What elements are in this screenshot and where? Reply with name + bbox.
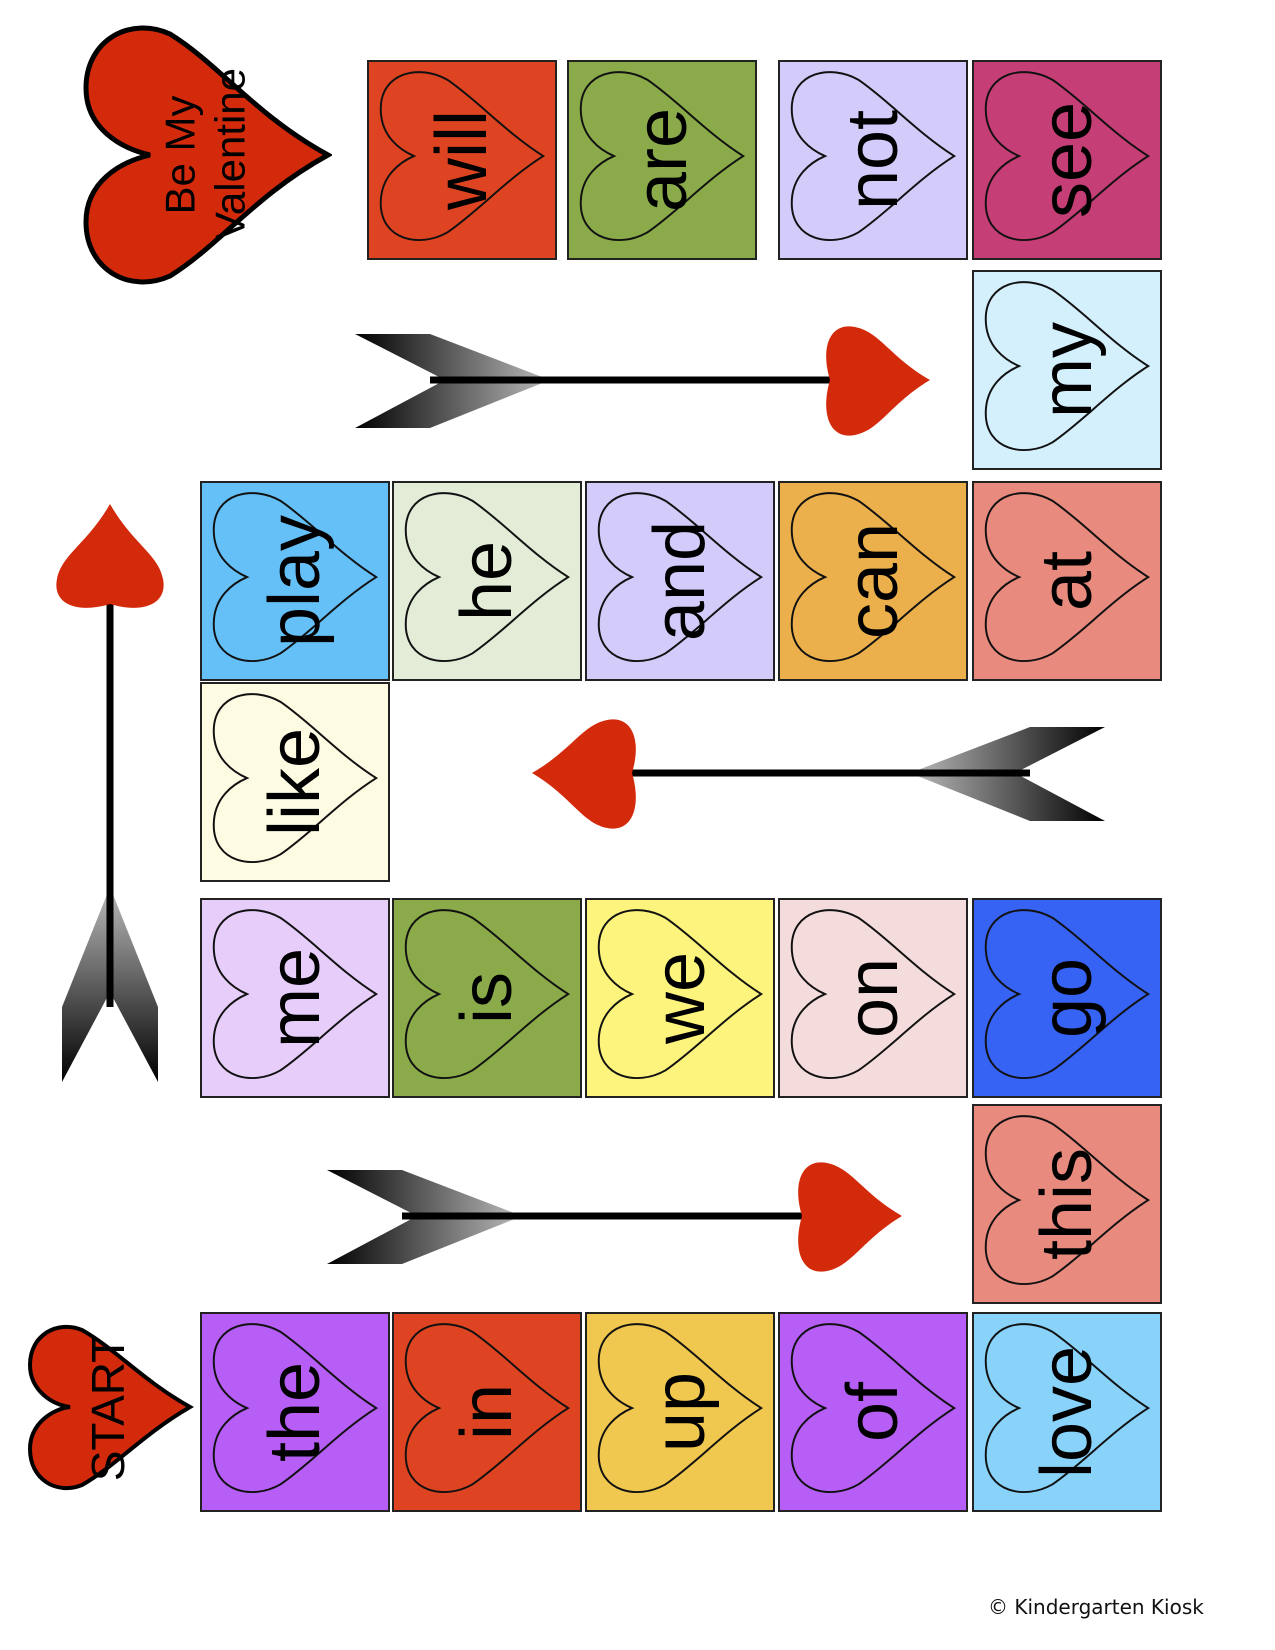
tile-word: on [833,957,913,1039]
tile-will[interactable]: will [367,60,557,260]
heart-outline-icon [984,281,1151,451]
tile-of[interactable]: of [778,1312,968,1512]
tile-word: the [255,1361,335,1463]
tile-word: in [447,1383,527,1441]
tile-word: see [1027,101,1107,219]
heart-outline-icon [790,492,957,662]
tile-word: we [640,951,720,1045]
tile-play[interactable]: play [200,481,390,681]
finish-label: Be My Valentine [156,67,254,240]
heart-outline-icon [404,909,571,1079]
heart-outline-icon [597,492,764,662]
heart-outline-icon [212,492,379,662]
tile-in[interactable]: in [392,1312,582,1512]
heart-outline-icon [212,693,379,863]
tile-like[interactable]: like [200,682,390,882]
heart-outline-icon [597,1323,764,1493]
heart-outline-icon [597,909,764,1079]
tile-he[interactable]: he [392,481,582,681]
heart-outline-icon [404,492,571,662]
tile-word: can [833,522,913,640]
tile-on[interactable]: on [778,898,968,1098]
tile-me[interactable]: me [200,898,390,1098]
heart-outline-icon [984,492,1151,662]
tile-word: love [1027,1345,1107,1479]
tile-word: go [1027,957,1107,1039]
tile-is[interactable]: is [392,898,582,1098]
tile-and[interactable]: and [585,481,775,681]
heart-outline-icon [379,71,546,241]
finish-space[interactable]: Be My Valentine [80,20,332,290]
arrow-right-icon [327,1162,902,1272]
tile-word: at [1027,550,1107,612]
tile-the[interactable]: the [200,1312,390,1512]
tile-word: are [622,107,702,213]
tile-word: will [422,110,502,210]
start-space[interactable]: START [22,1320,194,1495]
tile-at[interactable]: at [972,481,1162,681]
tile-word: he [447,540,527,622]
tile-can[interactable]: can [778,481,968,681]
tile-we[interactable]: we [585,898,775,1098]
heart-outline-icon [984,1323,1151,1493]
tile-word: is [447,972,527,1024]
tile-not[interactable]: not [778,60,968,260]
tile-word: like [255,727,335,837]
tile-love[interactable]: love [972,1312,1162,1512]
heart-outline-icon [790,71,957,241]
tile-word: and [640,520,720,642]
arrow-up-icon [56,504,164,1082]
tile-word: not [833,109,913,211]
tile-this[interactable]: this [972,1104,1162,1304]
tile-see[interactable]: see [972,60,1162,260]
tile-word: play [255,514,335,648]
arrow-left-icon [532,719,1105,829]
tile-go[interactable]: go [972,898,1162,1098]
tile-word: this [1027,1147,1107,1261]
heart-outline-icon [212,909,379,1079]
heart-icon [27,1324,194,1491]
start-label: START [82,1334,134,1481]
heart-outline-icon [579,71,746,241]
heart-outline-icon [984,909,1151,1079]
heart-outline-icon [984,1115,1151,1285]
tile-are[interactable]: are [567,60,757,260]
heart-icon [83,25,332,285]
arrow-right-icon [355,326,930,436]
tile-word: up [640,1371,720,1453]
tile-my[interactable]: my [972,270,1162,470]
heart-outline-icon [984,71,1151,241]
heart-outline-icon [404,1323,571,1493]
tile-word: of [833,1381,913,1443]
tile-word: my [1027,322,1107,418]
tile-word: me [255,947,335,1049]
heart-outline-icon [212,1323,379,1493]
copyright-credit: © Kindergarten Kiosk [988,1595,1204,1619]
heart-outline-icon [790,1323,957,1493]
heart-outline-icon [790,909,957,1079]
tile-up[interactable]: up [585,1312,775,1512]
